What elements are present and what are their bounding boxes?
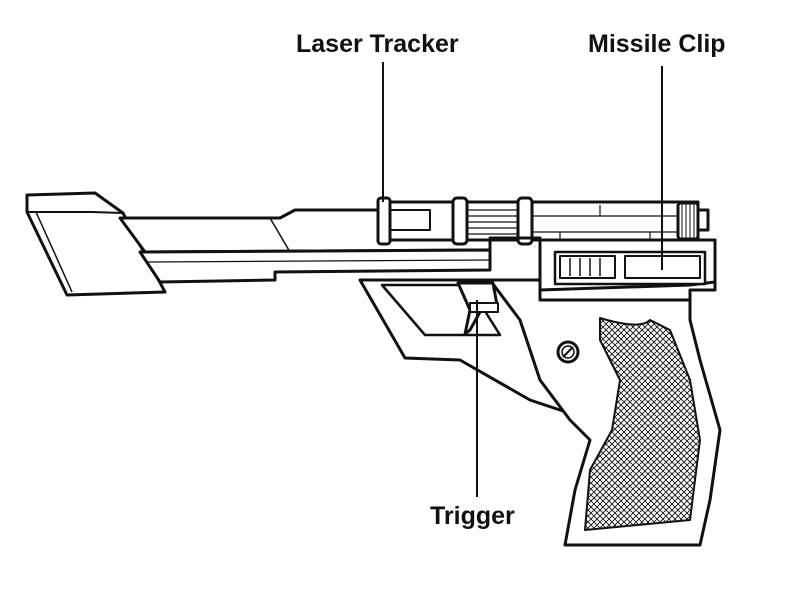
- trigger-label: Trigger: [430, 502, 515, 530]
- grip-texture: [584, 317, 701, 531]
- barrel-lower: [138, 248, 492, 284]
- laser-tracker-label: Laser Tracker: [296, 30, 459, 58]
- missile-clip-label: Missile Clip: [588, 30, 726, 58]
